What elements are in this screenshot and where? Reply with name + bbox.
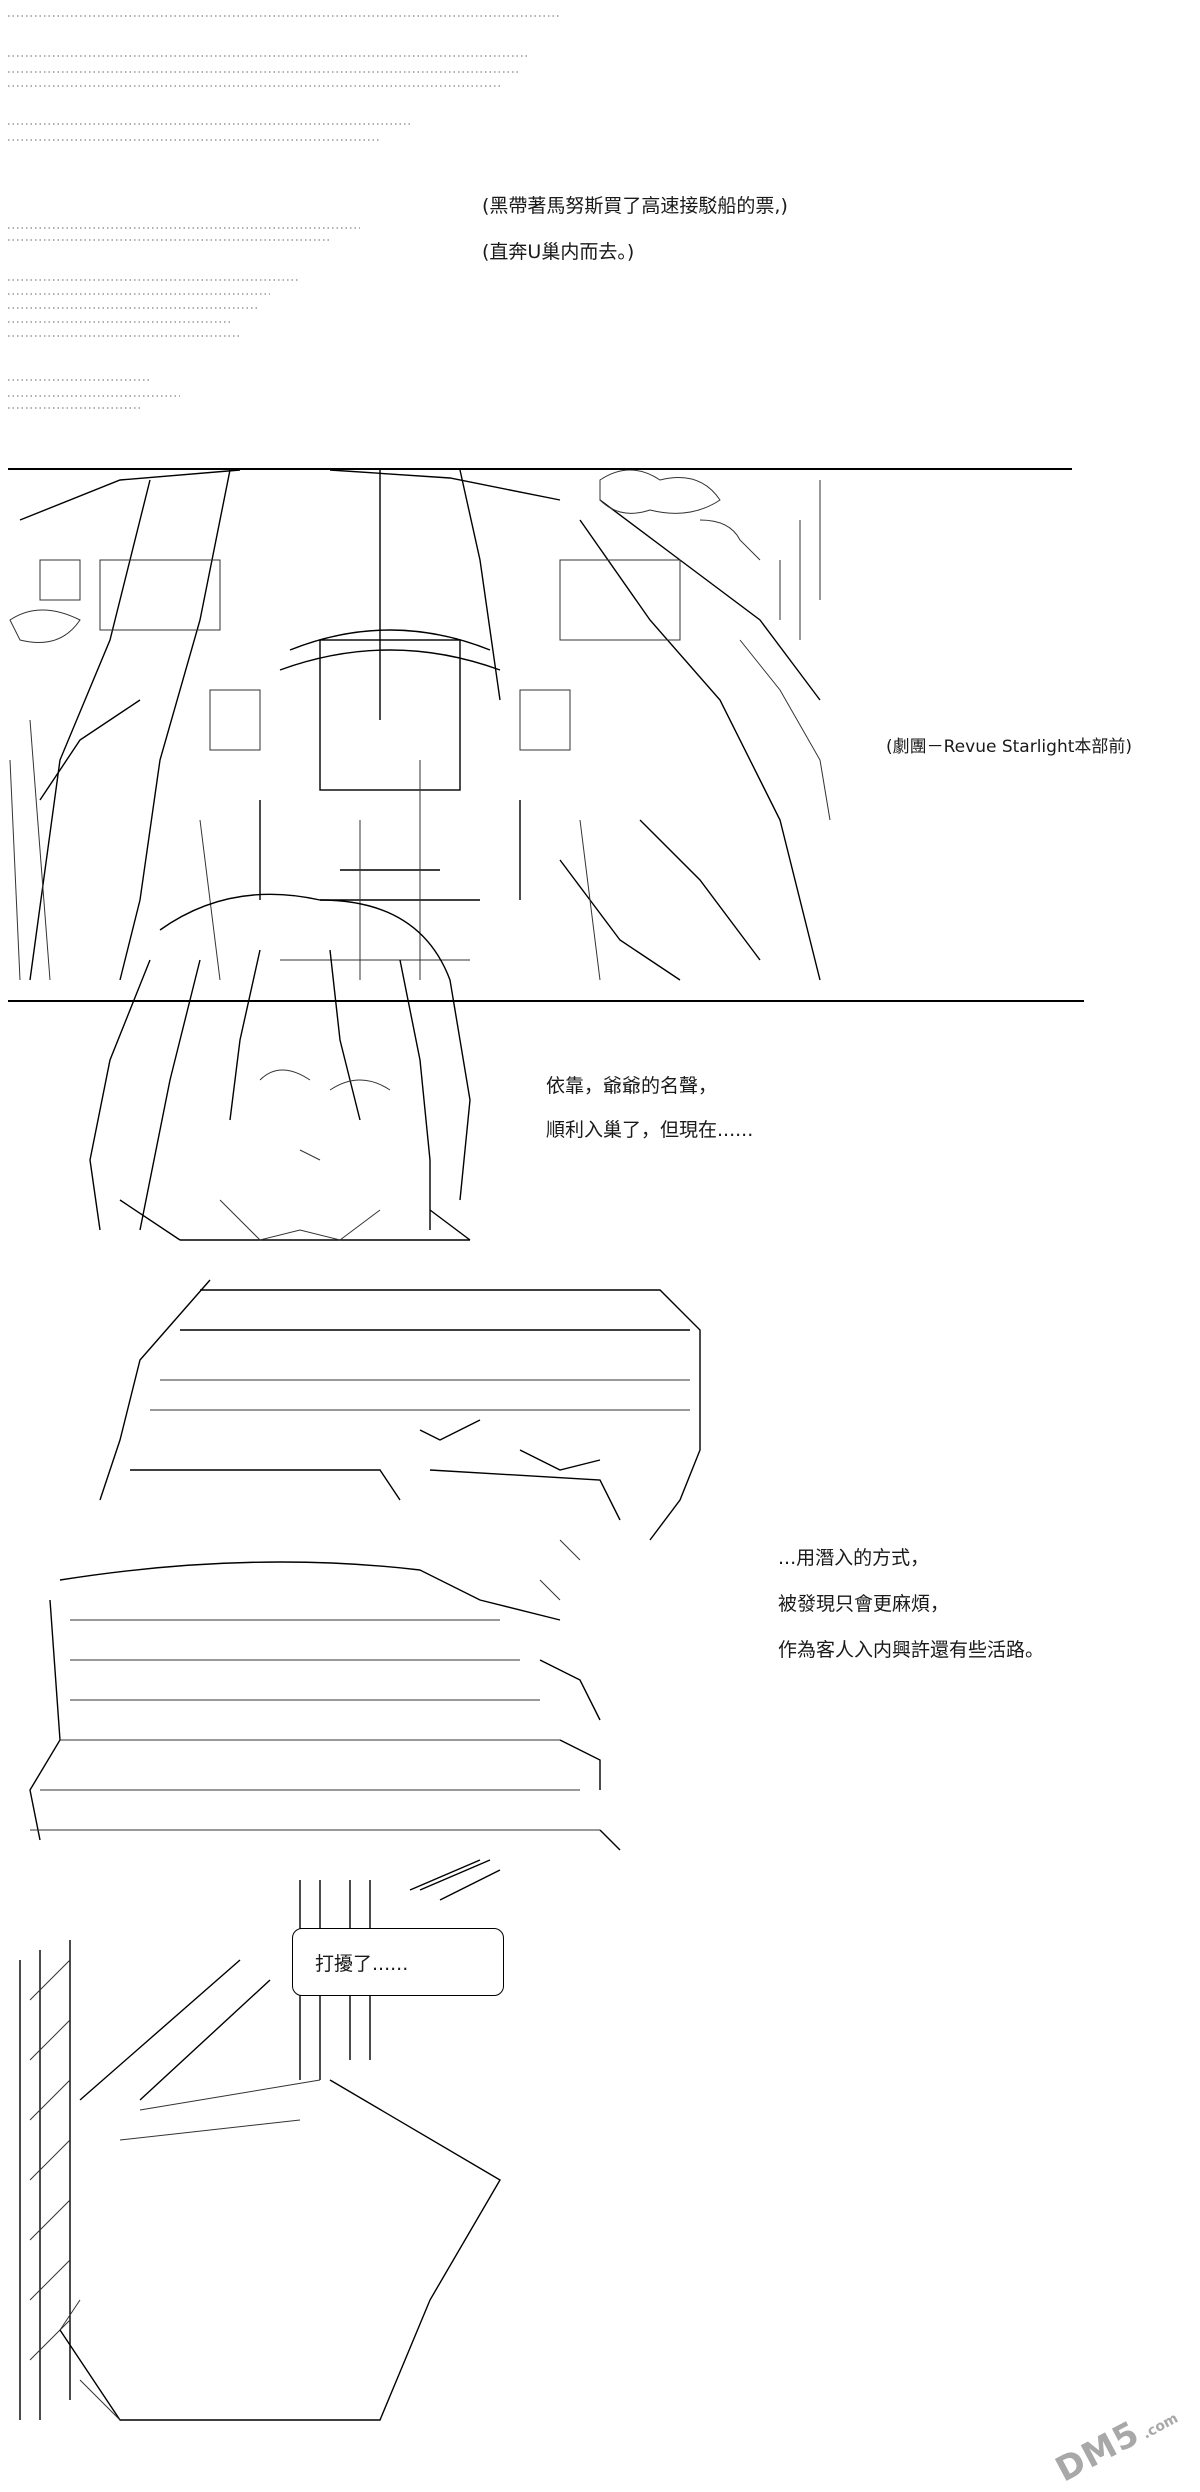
top-dotted-streaks xyxy=(8,15,560,409)
thought-line-2: 順利入巢了，但現在...... xyxy=(546,1119,754,1141)
hand-over-table-drawing xyxy=(29,1279,701,1851)
character-portrait-drawing xyxy=(89,893,471,1241)
plan-line-2: 被發現只會更麻煩， xyxy=(778,1593,950,1615)
narration-line-2: (直奔U巢内而去。) xyxy=(482,241,635,263)
theater-building-drawing xyxy=(9,469,831,981)
thought-line-1: 依靠，爺爺的名聲， xyxy=(546,1075,718,1097)
panel-divider-mid xyxy=(8,1000,1084,1002)
panel-divider-top xyxy=(8,468,1072,470)
narration-line-1: (黑帶著馬努斯買了高速接駁船的票,) xyxy=(482,195,788,217)
plan-line-3: 作為客人入内興許還有些活路。 xyxy=(778,1639,1045,1661)
location-caption: (劇團－Revue Starlight本部前) xyxy=(886,737,1133,757)
door-corridor-drawing xyxy=(19,1859,501,2421)
plan-line-1: ...用潛入的方式， xyxy=(778,1547,930,1569)
speech-bubble: 打擾了...... xyxy=(292,1928,504,1996)
speech-text: 打擾了...... xyxy=(315,1953,409,1975)
